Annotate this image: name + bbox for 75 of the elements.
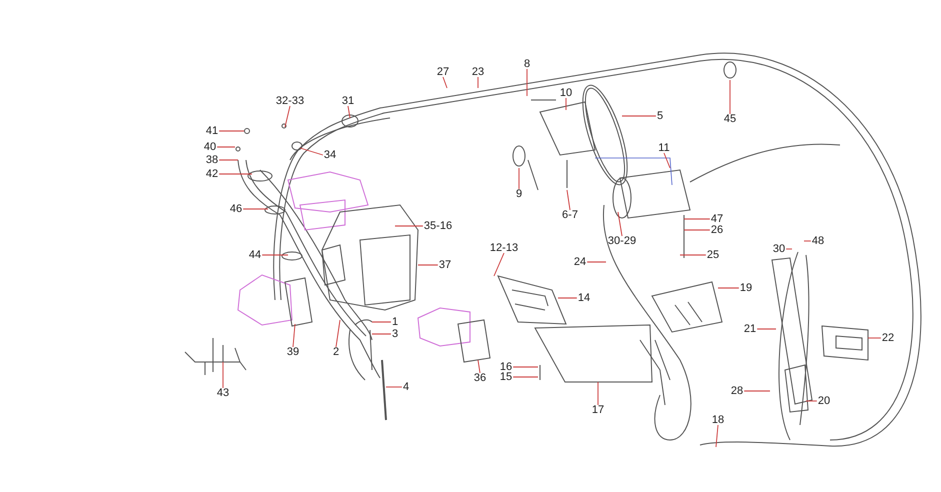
- leader-line: [680, 254, 706, 256]
- callout-number: 19: [738, 283, 754, 293]
- leader-line: [336, 320, 340, 348]
- leader-line: [242, 208, 268, 210]
- callout-number: 12-13: [488, 243, 520, 253]
- callout-number: 20: [816, 396, 832, 406]
- callout-number: 41: [204, 126, 220, 136]
- leader-line: [218, 130, 244, 132]
- callout-number: 26: [710, 225, 724, 235]
- callout-number: 17: [590, 405, 606, 415]
- leader-line: [786, 248, 792, 250]
- leader-line: [494, 252, 504, 276]
- callout-number: 25: [706, 250, 720, 260]
- callout-number: 28: [730, 386, 744, 396]
- leader-line: [566, 190, 570, 210]
- callout-number: 22: [880, 333, 896, 343]
- leader-line: [262, 254, 288, 256]
- callout-number: 40: [202, 142, 218, 152]
- leader-line: [222, 362, 224, 388]
- callout-number: 27: [436, 67, 450, 77]
- callout-number: 18: [710, 415, 726, 425]
- callout-number: 8: [522, 59, 532, 69]
- leader-line: [664, 152, 670, 168]
- leader-line: [756, 328, 776, 330]
- callout-number: 16: [498, 362, 514, 372]
- leader-line: [806, 400, 818, 402]
- callout-number: 6-7: [561, 210, 579, 220]
- callout-number: 9: [514, 189, 524, 199]
- callout-number: 4: [402, 382, 410, 392]
- callout-number: 2: [332, 347, 340, 357]
- callout-number: 35-16: [422, 221, 454, 231]
- leader-line: [478, 360, 480, 374]
- leader-line: [386, 386, 402, 388]
- callout-number: 38: [204, 155, 220, 165]
- leader-line: [348, 106, 350, 118]
- leader-line: [744, 390, 770, 392]
- callout-number: 5: [656, 111, 664, 121]
- leader-line: [300, 148, 324, 156]
- leader-line: [418, 264, 438, 266]
- leader-line: [292, 324, 296, 348]
- callout-number: 10: [558, 88, 574, 98]
- callout-number: 15: [498, 372, 514, 382]
- callout-number: 31: [340, 96, 356, 106]
- leader-line: [684, 218, 710, 220]
- callout-number: 48: [810, 236, 826, 246]
- leader-line: [442, 76, 448, 88]
- leader-line: [284, 106, 290, 128]
- callout-number: 39: [286, 347, 300, 357]
- leader-line: [512, 376, 538, 378]
- callout-number: 30-29: [606, 236, 638, 246]
- leader-line: [216, 146, 236, 148]
- callout-number: 42: [204, 169, 220, 179]
- callout-number: 30: [772, 244, 786, 254]
- leader-line: [804, 240, 812, 242]
- callout-number: 44: [248, 250, 262, 260]
- callout-number: 11: [657, 143, 671, 153]
- callout-number: 47: [710, 214, 724, 224]
- callout-number: 24: [572, 257, 588, 267]
- callout-number: 14: [576, 293, 592, 303]
- leader-line: [716, 424, 718, 448]
- callout-number: 45: [722, 114, 738, 124]
- callout-number: 23: [470, 67, 486, 77]
- leader-line: [618, 212, 622, 236]
- leader-line: [518, 168, 520, 190]
- leader-line: [526, 68, 528, 96]
- callout-number: 34: [322, 150, 338, 160]
- callout-number: 46: [228, 204, 244, 214]
- callout-number: 36: [472, 373, 488, 383]
- callout-number: 3: [390, 329, 400, 339]
- callout-number: 21: [742, 324, 758, 334]
- callout-number: 1: [390, 317, 400, 327]
- leader-line: [512, 366, 538, 368]
- callout-number: 43: [216, 388, 230, 398]
- callout-number: 37: [438, 260, 452, 270]
- callout-number: 32-33: [274, 96, 306, 106]
